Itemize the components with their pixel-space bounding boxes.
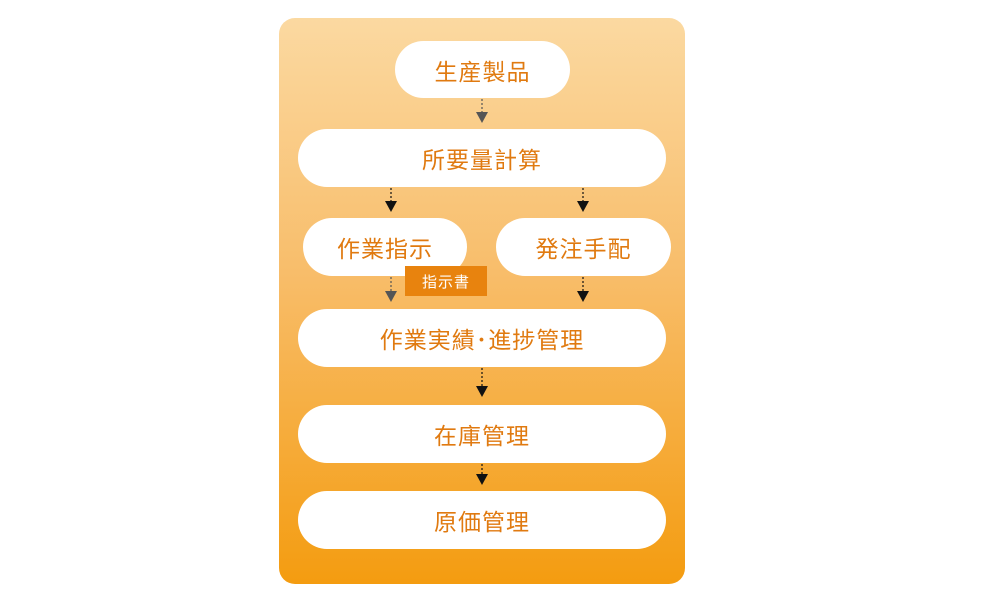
node-cost-management: 原価管理 xyxy=(298,491,666,549)
node-ordering: 発注手配 xyxy=(496,218,671,276)
arrow-product-to-requirements xyxy=(476,99,488,123)
arrow-inventory-to-cost xyxy=(476,464,488,485)
node-progress-management: 作業実績･進捗管理 xyxy=(298,309,666,367)
arrow-ordering-to-progress xyxy=(577,277,589,302)
arrow-progress-to-inventory xyxy=(476,368,488,397)
arrow-requirements-to-ordering xyxy=(577,188,589,212)
node-product: 生産製品 xyxy=(395,41,570,98)
node-requirements-calc: 所要量計算 xyxy=(298,129,666,187)
node-inventory-management: 在庫管理 xyxy=(298,405,666,463)
arrow-work-order-to-progress xyxy=(385,277,397,302)
instruction-sheet-tag: 指示書 xyxy=(405,266,487,296)
arrow-requirements-to-work-order xyxy=(385,188,397,212)
